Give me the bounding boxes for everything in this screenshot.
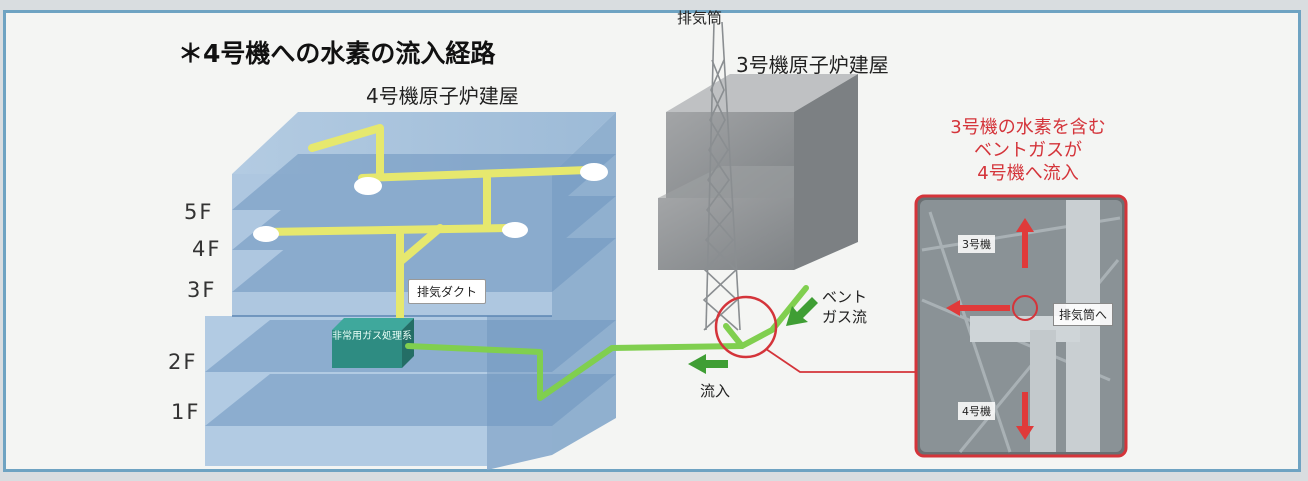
hydrogen-puff bbox=[502, 222, 528, 238]
floor-label-5f: 5F bbox=[184, 200, 214, 224]
photo-branch-pipe bbox=[1030, 330, 1056, 452]
diagram-title: ＊4号機への水素の流入経路 bbox=[178, 39, 496, 68]
exhaust-duct-label: 排気ダクト bbox=[408, 279, 487, 304]
hydrogen-inflow-note: 3号機の水素を含む ベントガスが 4号機へ流入 bbox=[950, 117, 1106, 184]
photo-label-unit3: 3号機 bbox=[958, 235, 995, 253]
hydrogen-puff bbox=[253, 226, 279, 242]
duct-5f-branch bbox=[358, 166, 592, 182]
stack-lattice bbox=[703, 59, 739, 331]
floor-label-3f: 3F bbox=[187, 278, 217, 302]
callout-circle bbox=[714, 295, 916, 373]
photo-arrows bbox=[946, 218, 1034, 440]
photo-arrow-left bbox=[946, 300, 1010, 316]
photo-damage-circle bbox=[1012, 295, 1038, 321]
flow-arrows bbox=[688, 297, 818, 374]
stack-leg bbox=[721, 21, 741, 331]
floor-label-4f: 4F bbox=[192, 237, 222, 261]
floor-slab-3f bbox=[232, 238, 616, 292]
gas-unit-front bbox=[332, 330, 402, 368]
unit3-side bbox=[794, 74, 858, 270]
floor-label-2f: 2F bbox=[168, 350, 198, 374]
hydrogen-puff bbox=[580, 163, 608, 181]
unit3-front-lower bbox=[658, 198, 794, 270]
exhaust-stack bbox=[702, 21, 741, 331]
unit3-building bbox=[658, 74, 858, 270]
vent-pipe-main bbox=[405, 285, 809, 401]
hydrogen-puffs bbox=[253, 163, 608, 242]
callout-line bbox=[765, 348, 916, 373]
photo-label-unit4: 4号機 bbox=[958, 402, 995, 420]
highlight-circle bbox=[714, 295, 778, 359]
exhaust-duct bbox=[260, 124, 592, 326]
vent-pipe bbox=[405, 285, 809, 401]
photo-inset bbox=[914, 194, 1128, 458]
floor-label-1f: 1F bbox=[171, 400, 201, 424]
vent-pipe-stack-branch bbox=[723, 323, 745, 349]
unit4-building bbox=[205, 112, 616, 470]
unit4-building-label: 4号機原子炉建屋 bbox=[366, 84, 519, 108]
gas-treatment-label: 非常用ガス処理系 bbox=[332, 331, 412, 342]
photo-arrow-up bbox=[1016, 218, 1034, 268]
inflow-label: 流入 bbox=[700, 382, 731, 400]
duct-roof-branch bbox=[308, 124, 384, 181]
duct-diagonal bbox=[396, 224, 444, 266]
floor-slab-1f bbox=[205, 374, 616, 426]
exhaust-stack-label: 排気筒 bbox=[677, 9, 723, 27]
unit3-ledge bbox=[658, 166, 794, 198]
unit3-building-label: 3号機原子炉建屋 bbox=[736, 53, 889, 77]
vent-gas-flow-label: ベント ガス流 bbox=[822, 288, 868, 326]
gas-unit-top bbox=[332, 318, 414, 330]
photo-label-to-stack: 排気筒へ bbox=[1053, 303, 1114, 326]
hydrogen-puff bbox=[354, 177, 382, 195]
photo-arrow-down bbox=[1016, 392, 1034, 440]
unit4-floor-slabs bbox=[205, 154, 616, 426]
inflow-arrow bbox=[688, 354, 728, 374]
duct-4f-branch bbox=[260, 224, 516, 236]
vent-gas-arrow bbox=[786, 297, 818, 326]
